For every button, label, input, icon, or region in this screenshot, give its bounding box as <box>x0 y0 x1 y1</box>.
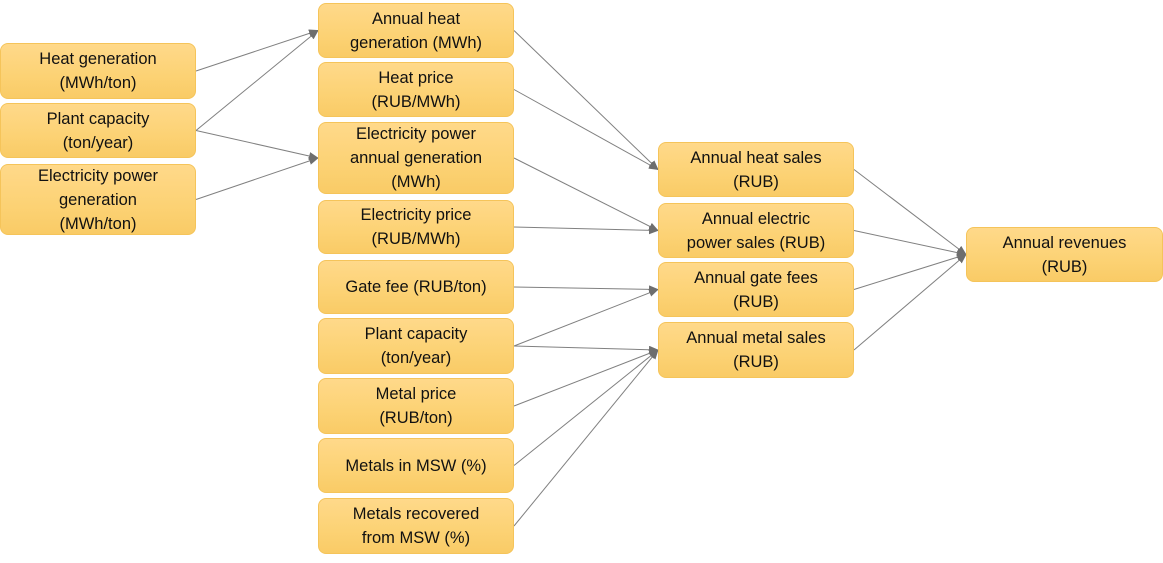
edge-heat_price-to-annual_heat_sales <box>513 89 659 170</box>
edge-gate_fee-to-annual_gate_fees <box>513 285 659 294</box>
node-annual-heat-sales: Annual heat sales (RUB) <box>658 142 854 197</box>
edge-annual_metal_sales-to-annual_revenues <box>853 253 967 351</box>
node-electricity-annual-generation: Electricity power annual generation (MWh… <box>318 122 514 194</box>
edge-elec_annual_gen-to-annual_elec_sales <box>513 157 659 231</box>
edge-metals_recovered-to-annual_metal_sales <box>513 349 659 527</box>
node-annual-metal-sales: Annual metal sales (RUB) <box>658 322 854 378</box>
node-annual-revenues: Annual revenues (RUB) <box>966 227 1163 282</box>
node-plant-capacity-input: Plant capacity (ton/year) <box>0 103 196 158</box>
node-annual-heat-generation: Annual heat generation (MWh) <box>318 3 514 58</box>
node-annual-electric-power-sales: Annual electric power sales (RUB) <box>658 203 854 258</box>
edge-elec_gen-to-elec_annual_gen <box>195 157 319 200</box>
node-heat-generation: Heat generation (MWh/ton) <box>0 43 196 99</box>
edge-heat_gen-to-annual_heat_gen <box>195 29 319 72</box>
edge-annual_gate_fees-to-annual_revenues <box>853 253 967 290</box>
node-plant-capacity: Plant capacity (ton/year) <box>318 318 514 374</box>
node-metal-price: Metal price (RUB/ton) <box>318 378 514 434</box>
edge-plant_cap_in-to-annual_heat_gen <box>195 29 319 131</box>
node-metals-recovered: Metals recovered from MSW (%) <box>318 498 514 554</box>
edge-plant_cap-to-annual_gate_fees <box>513 289 659 347</box>
node-electricity-power-generation: Electricity power generation (MWh/ton) <box>0 164 196 235</box>
edge-elec_price-to-annual_elec_sales <box>513 226 659 235</box>
node-heat-price: Heat price (RUB/MWh) <box>318 62 514 117</box>
edge-annual_heat_sales-to-annual_revenues <box>853 169 967 256</box>
edge-metals_in_msw-to-annual_metal_sales <box>513 349 659 466</box>
node-annual-gate-fees: Annual gate fees (RUB) <box>658 262 854 317</box>
edge-plant_cap-to-annual_metal_sales <box>513 345 659 354</box>
edge-annual_heat_gen-to-annual_heat_sales <box>513 30 659 171</box>
node-metals-in-msw: Metals in MSW (%) <box>318 438 514 493</box>
node-gate-fee: Gate fee (RUB/ton) <box>318 260 514 314</box>
edge-metal_price-to-annual_metal_sales <box>513 349 659 407</box>
edge-plant_cap_in-to-elec_annual_gen <box>195 130 319 160</box>
edge-annual_elec_sales-to-annual_revenues <box>853 230 967 257</box>
node-electricity-price: Electricity price (RUB/MWh) <box>318 200 514 254</box>
